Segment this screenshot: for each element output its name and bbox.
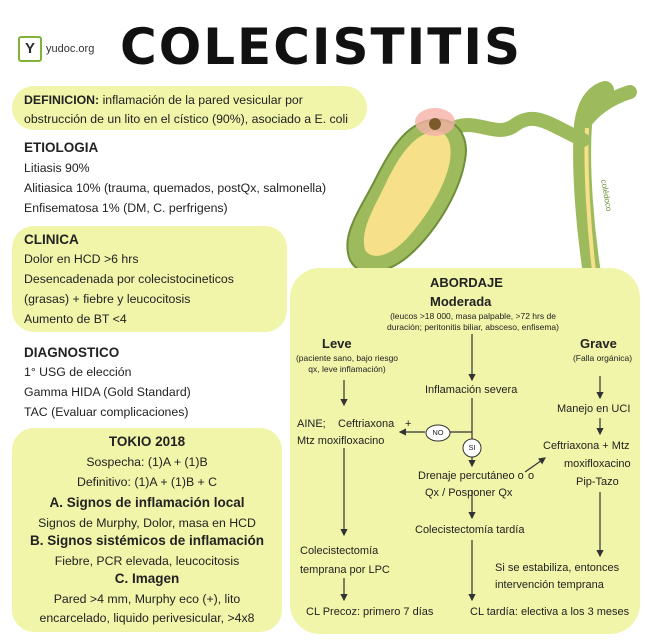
tokio-c-text-2: encarcelado, liquido perivesicular, >4x8 <box>39 611 255 625</box>
leve-step2b: temprana por LPC <box>300 564 390 576</box>
gallbladder-illustration: colédoco <box>346 81 637 289</box>
leve-abx-plus: + <box>405 418 412 430</box>
tokio-c-text-1: Pared >4 mm, Murphy eco (+), lito <box>53 592 241 606</box>
moderada-desc-2: duración; peritonitis biliar, absceso, e… <box>387 322 559 332</box>
definicion-line1: DEFINICION: inflamación de la pared vesi… <box>24 90 303 110</box>
leve-abx-a: AINE; <box>297 418 326 430</box>
logo-text: yudoc.org <box>46 43 95 55</box>
stone-icon <box>429 118 441 130</box>
definicion-text-2: obstrucción de un lito en el cístico (90… <box>24 112 348 126</box>
etiologia-item: Enfisematosa 1% (DM, C. perfrigens) <box>24 201 228 215</box>
grave-abx2: moxifloxacino <box>564 458 631 470</box>
clinica-item: Aumento de BT <4 <box>24 312 127 326</box>
tokio-b-heading: B. Signos sistémicos de inflamación <box>29 533 265 548</box>
logo-icon: Y <box>18 36 42 62</box>
tokio-heading: TOKIO 2018 <box>108 434 186 449</box>
leve-abx-c: Mtz moxifloxacino <box>297 435 385 447</box>
moderada-step2a: Drenaje percutáneo o <box>418 470 524 482</box>
tokio-b-text: Fiebre, PCR elevada, leucocitosis <box>54 554 240 568</box>
tokio-a-text: Signos de Murphy, Dolor, masa en HCD <box>38 516 256 530</box>
diagnostico-item: TAC (Evaluar complicaciones) <box>24 405 189 419</box>
clinica-item: Desencadenada por colecistocineticos <box>24 272 234 286</box>
diagnostico-item: Gamma HIDA (Gold Standard) <box>24 385 191 399</box>
tokio-a-heading: A. Signos de inflamación local <box>49 495 245 510</box>
leve-desc-1: (paciente sano, bajo riesgo <box>295 353 399 363</box>
diagnostico-heading: DIAGNOSTICO <box>24 345 120 360</box>
diagnostico-item: 1° USG de elección <box>24 365 132 379</box>
moderada-or: o <box>528 470 535 482</box>
cystic-duct <box>443 111 590 147</box>
leve-title: Leve <box>322 336 352 351</box>
grave-abx1: Ceftriaxona + Mtz <box>543 440 630 452</box>
grave-desc: (Falla orgánica) <box>572 353 633 363</box>
definicion-label: DEFINICION: <box>24 93 100 107</box>
grave-step2b: intervención temprana <box>495 579 604 591</box>
moderada-final: CL tardía: electiva a los 3 meses <box>470 606 630 618</box>
grave-abx3: Pip-Tazo <box>576 476 619 488</box>
grave-title: Grave <box>580 336 617 351</box>
tokio-definitivo: Definitivo: (1)A + (1)B + C <box>76 475 218 489</box>
definicion-text-1: inflamación de la pared vesicular por <box>99 93 303 107</box>
leve-abx-b: Ceftriaxona <box>338 418 395 430</box>
no-badge: NO <box>432 428 444 437</box>
tokio-c-heading: C. Imagen <box>114 571 180 586</box>
clinica-item: (grasas) + fiebre y leucocitosis <box>24 292 191 306</box>
tokio-panel <box>12 428 282 632</box>
clinica-item: Dolor en HCD >6 hrs <box>24 252 139 266</box>
grave-step1: Manejo en UCI <box>557 403 631 415</box>
grave-step2a: Si se estabiliza, entonces <box>495 562 620 574</box>
definicion-panel <box>12 86 367 130</box>
leve-desc-2: qx, leve inflamación) <box>308 364 386 374</box>
page-title: COLECISTITIS <box>120 18 522 76</box>
moderada-title: Moderada <box>430 294 492 309</box>
etiologia-item: Litiasis 90% <box>24 161 90 175</box>
moderada-desc-1: (leucos >18 000, masa palpable, >72 hrs … <box>390 311 556 321</box>
leve-final: CL Precoz: primero 7 días <box>306 606 434 618</box>
moderada-step2b: Qx / Posponer Qx <box>425 487 513 499</box>
moderada-step3: Colecistectomía tardía <box>415 524 525 536</box>
leve-step2a: Colecistectomía <box>300 545 379 557</box>
clinica-heading: CLINICA <box>24 232 79 247</box>
etiologia-item: Alitiasica 10% (trauma, quemados, postQx… <box>24 181 327 195</box>
moderada-step1: Inflamación severa <box>425 384 518 396</box>
si-badge: SI <box>468 443 476 452</box>
etiologia-heading: ETIOLOGIA <box>24 140 99 155</box>
abordaje-heading: ABORDAJE <box>430 275 503 290</box>
clinica-panel <box>12 226 287 332</box>
tokio-sospecha: Sospecha: (1)A + (1)B <box>86 455 208 469</box>
logo: Y yudoc.org <box>18 36 94 62</box>
gallbladder-lumen <box>363 131 451 256</box>
